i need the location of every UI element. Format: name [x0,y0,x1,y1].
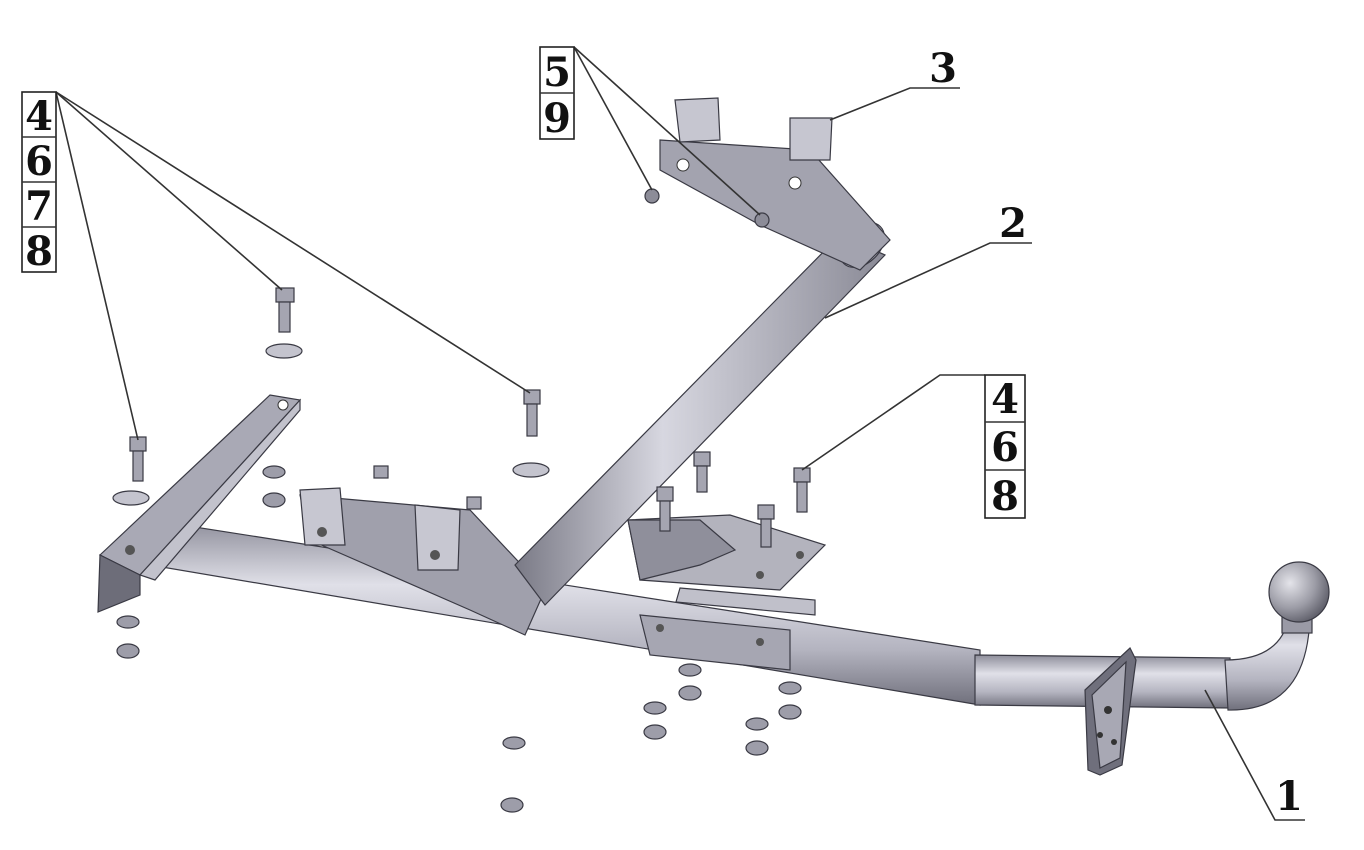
part-3-label: 3 [929,45,957,92]
part-1-label: 1 [1275,773,1303,820]
left-end-bracket [97,394,302,613]
callout-right-item: 6 [991,424,1019,471]
callout-right-item: 4 [991,376,1019,423]
right-mount-bracket [627,514,827,616]
callout-left-item: 7 [25,183,53,230]
top-mount-bracket [644,97,891,271]
callout-top-item: 5 [543,49,571,96]
underside-clamp [639,614,791,671]
leader-lines [55,46,1305,821]
tow-ball [1268,561,1330,623]
bolts [129,287,811,548]
callout-right-item: 8 [991,473,1019,520]
callout-left-item: 8 [25,228,53,275]
socket-plate [1084,647,1137,776]
callout-top-item: 9 [543,95,571,142]
callout-right: 4 6 8 [984,374,1026,520]
callout-left-item: 4 [25,93,53,140]
callout-left: 4 6 7 8 [21,91,57,275]
washers [112,343,550,506]
nuts [116,465,802,813]
part-2-label: 2 [999,200,1027,247]
callout-left-item: 6 [25,138,53,185]
callout-top: 5 9 [539,46,575,142]
center-saddle-bracket [299,487,546,636]
